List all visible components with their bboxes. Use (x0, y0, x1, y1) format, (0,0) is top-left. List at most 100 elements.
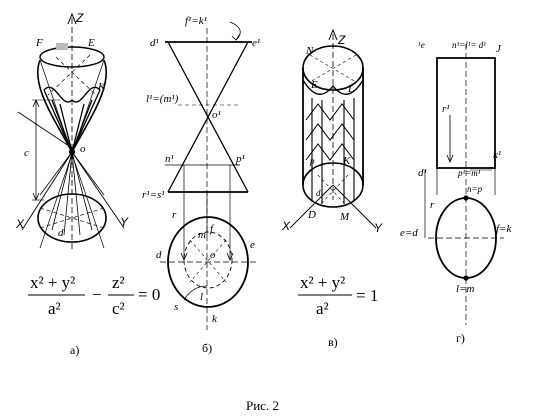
panel-b-label-d1: d¹ (150, 37, 159, 49)
panel-g-projection (424, 44, 504, 325)
panel-v-cylinder (289, 28, 377, 296)
panel-a-z-arrow-icon (67, 12, 77, 25)
panel-a-eq-minus: − (92, 285, 102, 304)
panel-b-arrow-icon (231, 33, 241, 41)
panel-g-point (463, 195, 469, 201)
panel-b-label-e1: e¹ (252, 37, 260, 49)
panel-g-label-top: n¹=l¹= d¹ (452, 40, 486, 50)
panel-b-label-k: k (212, 313, 218, 325)
panel-b-projection (160, 21, 256, 330)
panel-a-label-o: o (80, 143, 86, 155)
panel-v-label-k: K (342, 155, 351, 167)
panel-b-label-d: d (156, 249, 162, 261)
panel-v-dashed-line (319, 174, 349, 206)
panel-a-eq-den-right: c² (112, 299, 125, 318)
panel-v-eq-num: x² + y² (300, 273, 345, 292)
panel-a-generator (71, 151, 93, 231)
panel-a-generator (51, 151, 73, 231)
panel-v-label-e: E (310, 79, 318, 91)
panel-g-label-e1: ¹e (418, 40, 425, 50)
panel-a-label-x: X (15, 217, 25, 231)
panel-v-eq-rhs: = 1 (356, 286, 378, 305)
panel-a-line (17, 111, 73, 149)
panel-a-label-d: d (58, 227, 64, 239)
panel-b-label-rs: r¹=s¹ (142, 189, 165, 201)
panel-a-generator (71, 89, 101, 153)
panel-a-generator (39, 151, 73, 196)
panel-v-z-arrow-icon (328, 28, 338, 41)
panel-g-point (463, 275, 469, 281)
panel-b-label-n1: n¹ (165, 153, 174, 165)
panel-a-bottom-ellipse (37, 193, 107, 243)
panel-v-label-m: M (339, 211, 350, 223)
panel-b-label-s: s (174, 301, 178, 313)
panel-v-tag: в) (328, 335, 338, 349)
panel-a-cone (17, 12, 134, 296)
panel-b-curve (183, 285, 208, 301)
panel-b-plan-circle (167, 216, 249, 308)
panel-v-y-axis (332, 184, 377, 229)
panel-b-label-o1: o¹ (212, 109, 221, 121)
figure-caption: Рис. 2 (246, 398, 279, 413)
panel-b-arrow-icon (180, 252, 188, 262)
panel-b-label-l: l (200, 291, 203, 303)
panel-g-label-lm: l=m (456, 283, 474, 295)
panel-a-label-k: K (97, 81, 106, 93)
panel-v-dashed-line (317, 174, 347, 206)
panel-b-label-lm: l¹=(m¹) (146, 93, 179, 105)
panel-v-label-d-small: d (316, 188, 321, 198)
panel-a-generator (71, 103, 85, 153)
panel-b-arrow-icon (226, 252, 234, 262)
panel-a-eq-num-right: z² (112, 273, 125, 292)
panel-a-generator (51, 99, 73, 153)
panel-a-scrap-mark (56, 43, 68, 50)
panel-b-label-p1: p¹ (235, 153, 245, 165)
panel-a-tag: а) (70, 343, 79, 357)
panel-b-label-r: r (172, 209, 177, 221)
panel-a-vertex (68, 148, 76, 156)
panel-b-label-m: m (198, 229, 206, 241)
panel-b-label-e: e (250, 239, 255, 251)
panel-g-label-pm: p¹=m¹ (457, 168, 481, 178)
panel-b-curved-arrow (229, 21, 241, 41)
panel-g-label-fk: f=k (496, 223, 512, 235)
panel-v-label-z: Z (337, 33, 346, 47)
panel-a-top-ellipse (39, 46, 105, 68)
panel-a-label-z: Z (75, 11, 84, 25)
panel-b-inner-circle (183, 231, 233, 289)
panel-g-label-k1: k¹ (493, 149, 501, 161)
panel-b-label-o: o (210, 249, 216, 261)
panel-a-eq-rhs: = 0 (138, 285, 160, 304)
panel-a-eq-num-left: x² + y² (30, 273, 75, 292)
panel-a-dashed-line (55, 56, 97, 96)
panel-b-generator (167, 41, 249, 193)
panel-v-x-axis (289, 184, 334, 229)
panel-a-eq-den-left: a² (48, 299, 61, 318)
panel-b-label-fk: f¹=k¹ (185, 15, 207, 27)
panel-a-dashed-line (47, 54, 91, 96)
panel-v-label-x: X (281, 219, 291, 233)
panel-v-eq-den: a² (316, 299, 329, 318)
panel-v-hatching (305, 103, 355, 161)
panel-v-label-n: N (305, 45, 314, 57)
panel-a-mid-curve (43, 86, 101, 103)
panel-v-label-y: Y (374, 221, 383, 235)
panel-a-label-c: c (24, 147, 29, 159)
panel-g-label-j: J (496, 43, 502, 55)
panel-g-label-r1: r¹ (442, 103, 450, 115)
panel-a-label-e: E (87, 37, 95, 49)
panel-g-label-ed: e=d (400, 227, 418, 239)
panel-a-x-axis (21, 151, 73, 231)
panel-b-tag: б) (202, 341, 212, 355)
panel-a-y-axis (71, 151, 125, 229)
panel-v-label-d: D (307, 209, 316, 221)
panel-a-label-y: Y (120, 215, 129, 229)
panel-a-label-f: F (35, 37, 43, 49)
panel-v-bottom-ellipse (302, 162, 364, 208)
panel-g-arrow-icon (446, 154, 454, 164)
panel-g-label-np: n=p (467, 184, 483, 194)
panel-v-label-p: p (309, 156, 315, 166)
panel-b-label-f: f (210, 223, 215, 235)
